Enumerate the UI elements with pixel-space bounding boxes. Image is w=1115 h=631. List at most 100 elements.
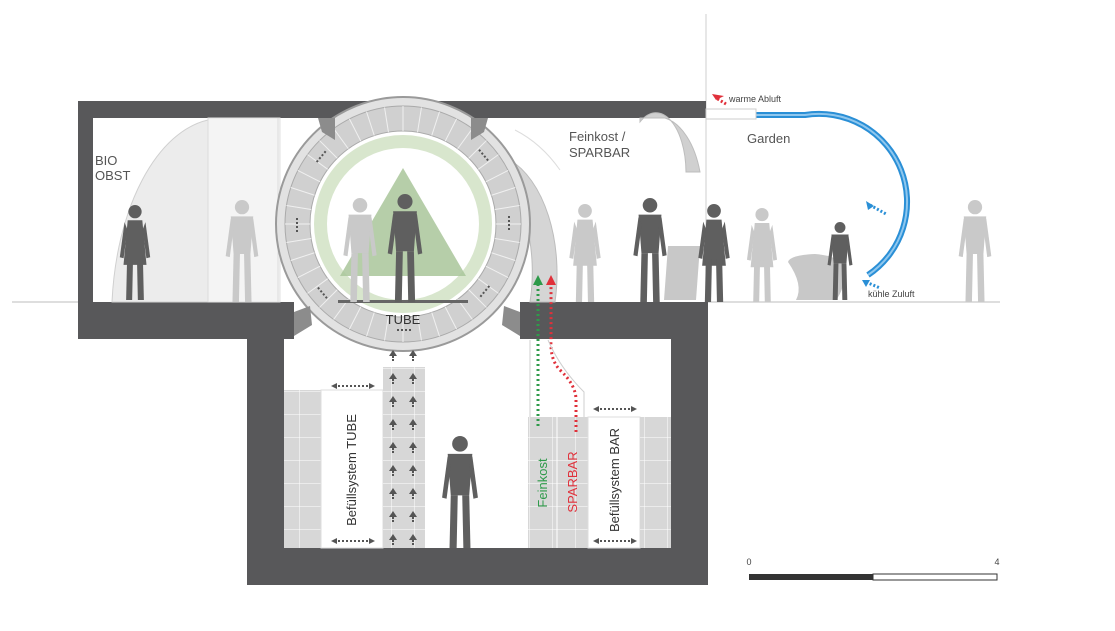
label-warme-abluft: warme Abluft <box>728 94 782 104</box>
ring-segment <box>307 278 329 294</box>
person-silhouette <box>827 222 853 300</box>
people-silhouettes <box>119 194 992 548</box>
up-arrow <box>409 419 417 425</box>
ring-segment <box>494 205 520 210</box>
up-arrow <box>409 488 417 494</box>
up-arrow <box>409 373 417 379</box>
arrowhead <box>331 538 337 544</box>
garden-furniture <box>664 246 846 300</box>
ring-segment <box>348 118 362 142</box>
tube-floor <box>338 300 468 303</box>
ring-segment <box>417 107 422 133</box>
ring-segment <box>494 238 520 243</box>
person-silhouette <box>569 204 601 302</box>
tube-ring-segments <box>285 106 521 342</box>
label-befuellsystem-bar: Befüllsystem BAR <box>607 428 622 532</box>
arrowhead <box>631 406 637 412</box>
ring-segment <box>468 289 487 308</box>
up-arrow <box>389 396 397 402</box>
up-arrow <box>409 534 417 540</box>
ring-rotation-arrow <box>315 149 328 163</box>
ring-segment <box>417 315 422 341</box>
up-arrow <box>389 350 397 356</box>
up-arrow <box>389 465 397 471</box>
label-sparbar: SPARBAR <box>569 145 630 160</box>
label-feinkost: Feinkost / <box>569 129 626 144</box>
label-sparbar-vertical: SPARBAR <box>565 451 580 512</box>
ring-segment <box>444 118 458 142</box>
ring-segment <box>290 187 315 196</box>
person-silhouette <box>343 198 377 302</box>
ring-segment <box>457 128 473 150</box>
person-silhouette <box>387 194 423 302</box>
scale-start: 0 <box>746 557 751 567</box>
arrowhead <box>593 538 599 544</box>
scale-end: 4 <box>994 557 999 567</box>
ring-rotation-arrow <box>478 149 491 163</box>
person-silhouette <box>698 204 730 302</box>
up-arrow <box>389 419 397 425</box>
up-arrow <box>389 511 397 517</box>
airflow-arrows <box>529 275 585 432</box>
ring-segment <box>384 107 389 133</box>
person-silhouette <box>958 200 992 302</box>
shelf-arrows <box>331 350 637 546</box>
ring-segment <box>485 169 509 183</box>
ring-segment <box>348 306 362 330</box>
person-silhouette <box>119 205 151 300</box>
up-arrow <box>389 442 397 448</box>
up-arrow <box>409 465 417 471</box>
ring-rotation-arrow <box>478 285 491 299</box>
ring-segment <box>297 169 321 183</box>
up-arrow <box>409 396 417 402</box>
up-arrow <box>389 534 397 540</box>
ring-segment <box>290 252 315 261</box>
ring-segment <box>286 238 312 243</box>
up-arrow <box>409 442 417 448</box>
tube-brackets <box>294 118 520 336</box>
building-walls <box>78 101 708 585</box>
ring-segment <box>333 128 349 150</box>
ring-segment <box>366 111 375 136</box>
person-silhouette <box>746 208 778 302</box>
up-arrow <box>389 373 397 379</box>
person-silhouette <box>442 436 478 548</box>
label-befuellsystem-tube: Befüllsystem TUBE <box>344 414 359 526</box>
arrowhead <box>369 383 375 389</box>
ring-segment <box>431 111 440 136</box>
up-arrow <box>389 488 397 494</box>
ring-segment <box>431 312 440 337</box>
ring-segment <box>319 140 338 159</box>
ring-segment <box>384 315 389 341</box>
ring-segment <box>491 187 516 196</box>
ring-segment <box>468 140 487 159</box>
ring-segment <box>366 312 375 337</box>
ring-segment <box>286 205 312 210</box>
label-obst: OBST <box>95 168 130 183</box>
garden-duct <box>705 94 911 290</box>
scale-bar <box>749 573 998 581</box>
basement-storage <box>284 367 671 549</box>
ring-segment <box>444 306 458 330</box>
arrowhead <box>369 538 375 544</box>
ring-segment <box>477 154 499 170</box>
ring-rotation-arrow <box>315 285 328 299</box>
label-tube: TUBE <box>386 312 421 327</box>
label-kuehle-zuluft: kühle Zuluft <box>868 289 915 299</box>
label-bio: BIO <box>95 153 117 168</box>
label-feinkost-vertical: Feinkost <box>535 458 550 508</box>
arrowhead <box>631 538 637 544</box>
label-garden: Garden <box>747 131 790 146</box>
arrowhead <box>593 406 599 412</box>
ring-segment <box>491 252 516 261</box>
ring-segment <box>485 265 509 279</box>
arrowhead <box>331 383 337 389</box>
ring-segment <box>297 265 321 279</box>
up-arrow <box>409 511 417 517</box>
ring-segment <box>319 289 338 308</box>
up-arrow <box>409 350 417 356</box>
person-silhouette <box>633 198 667 302</box>
person-silhouette <box>225 200 259 302</box>
